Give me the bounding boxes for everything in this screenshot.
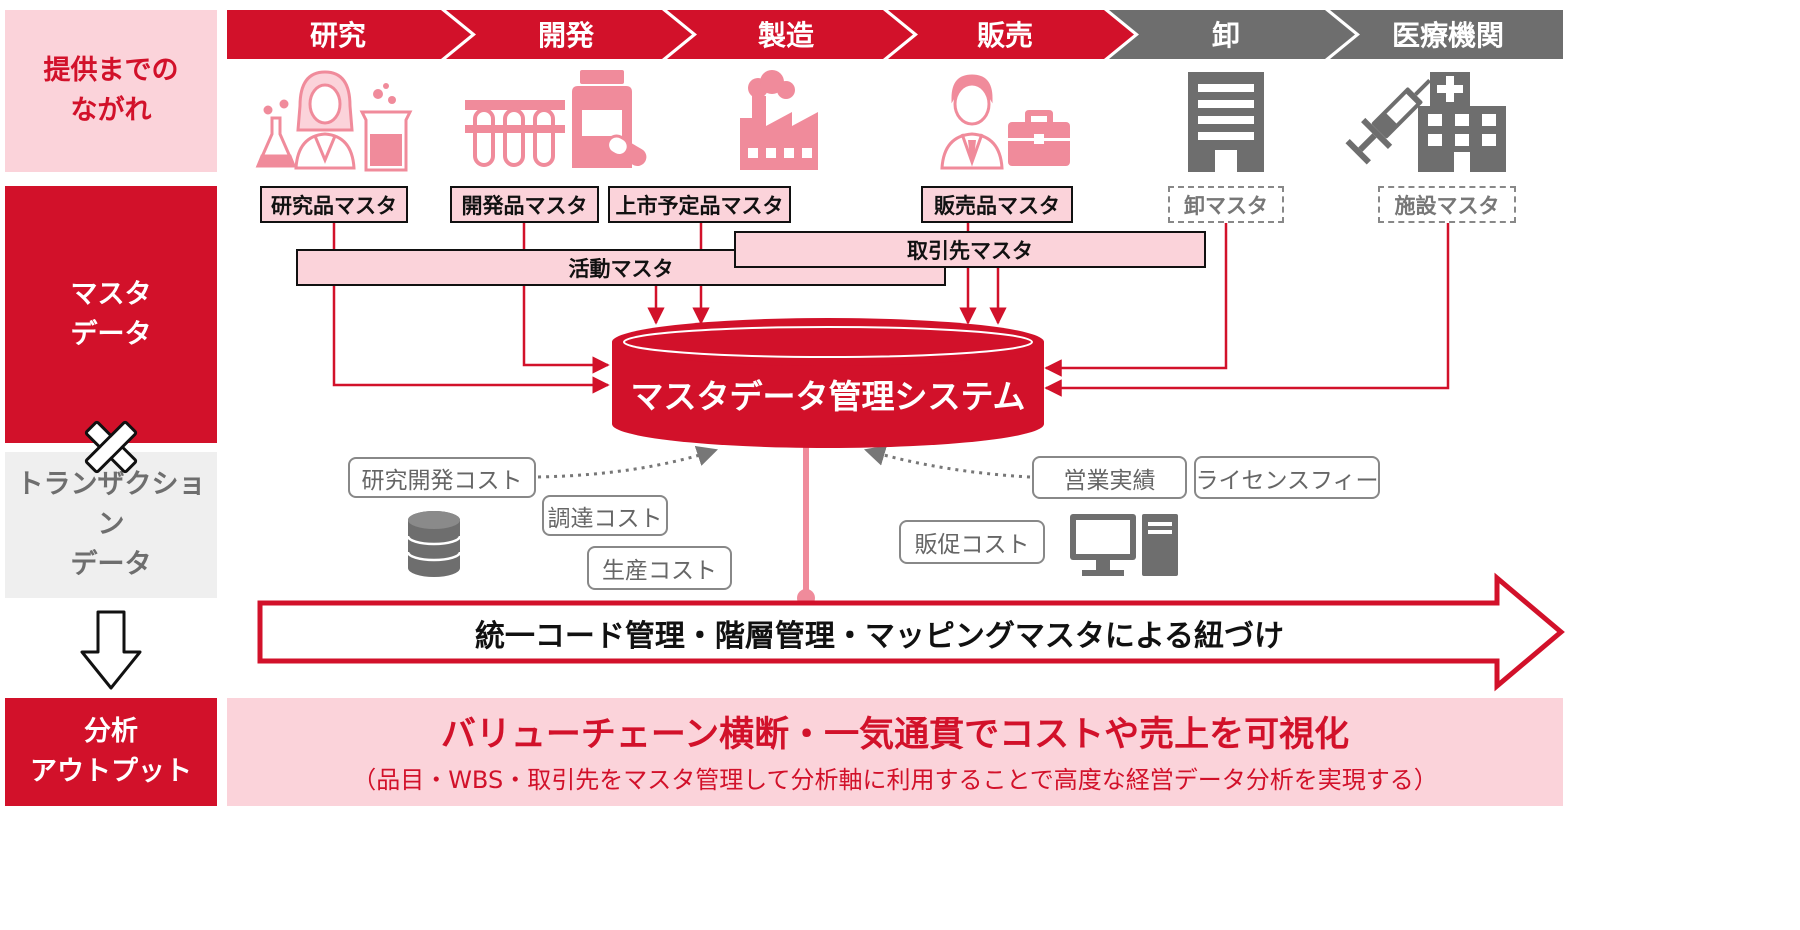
step-label-research: 研究 xyxy=(310,19,366,52)
output-subtext: （品目・WBS・取引先をマスタ管理して分析軸に利用することで高度な経営データ分析… xyxy=(352,766,1438,794)
transaction-connectors xyxy=(537,445,1031,479)
output-headline: バリューチェーン横断・一気通貫でコストや売上を可視化 xyxy=(440,715,1350,755)
txn-license-fee: ライセンスフィー xyxy=(1194,456,1380,499)
output-panel: バリューチェーン横断・一気通貫でコストや売上を可視化 （品目・WBS・取引先をマ… xyxy=(227,698,1563,806)
step-label-medical-institution: 医療機関 xyxy=(1392,19,1504,52)
system-name: マスタデータ管理システム xyxy=(630,377,1025,416)
master-planned-launch: 上市予定品マスタ xyxy=(608,186,791,223)
system-link xyxy=(797,430,815,607)
businessman-icon xyxy=(940,74,1004,170)
desktop-computer-icon xyxy=(1070,514,1178,576)
txn-rd-cost: 研究開発コスト xyxy=(348,457,536,498)
chevron-development xyxy=(446,10,692,59)
chevron-wholesale xyxy=(1109,10,1355,59)
chevron-manufacturing xyxy=(667,10,913,59)
master-research-products: 研究品マスタ xyxy=(260,186,408,223)
test-tubes-icon xyxy=(465,100,565,167)
row-label-master-data: マスタ データ xyxy=(5,186,217,443)
flask-icon xyxy=(255,99,297,168)
process-chevrons xyxy=(227,10,1563,59)
master-wholesale: 卸マスタ xyxy=(1168,186,1284,223)
briefcase-icon xyxy=(1008,110,1070,166)
master-development-products: 開発品マスタ xyxy=(450,186,599,223)
txn-procurement-cost: 調達コスト xyxy=(542,495,668,536)
txn-production-cost: 生産コスト xyxy=(587,546,732,590)
txn-sales-results: 営業実績 xyxy=(1032,456,1187,499)
researcher-icon xyxy=(294,70,356,170)
syringe-icon xyxy=(1345,78,1432,165)
chevron-sales xyxy=(888,10,1134,59)
database-icon xyxy=(406,511,462,577)
txn-promotion-cost: 販促コスト xyxy=(899,520,1045,564)
mdm-system-cylinder xyxy=(612,318,1044,448)
capsule-icon xyxy=(606,134,647,166)
beaker-icon xyxy=(359,83,413,172)
step-label-wholesale: 卸 xyxy=(1212,19,1240,52)
chevron-medical-institution xyxy=(1330,10,1563,59)
master-sales-products: 販売品マスタ xyxy=(921,186,1073,223)
step-label-manufacturing: 製造 xyxy=(758,19,814,52)
row-label-flow: 提供までの ながれ xyxy=(5,10,217,172)
cross-icon xyxy=(84,420,138,474)
chevron-research xyxy=(227,10,471,59)
row-label-transaction-data: トランザクション データ xyxy=(5,452,217,598)
factory-icon xyxy=(740,70,818,170)
master-business-partner: 取引先マスタ xyxy=(734,231,1206,268)
unified-arrow-banner xyxy=(257,572,1565,692)
office-building-icon xyxy=(1188,72,1264,172)
hospital-icon xyxy=(1418,72,1506,172)
unified-banner-text: 統一コード管理・階層管理・マッピングマスタによる紐づけ xyxy=(474,619,1285,654)
row-label-analysis-output: 分析 アウトプット xyxy=(5,698,217,806)
down-arrow-icon xyxy=(80,610,142,690)
step-label-sales: 販売 xyxy=(977,19,1033,52)
master-facility: 施設マスタ xyxy=(1378,186,1516,223)
step-label-development: 開発 xyxy=(538,19,595,52)
